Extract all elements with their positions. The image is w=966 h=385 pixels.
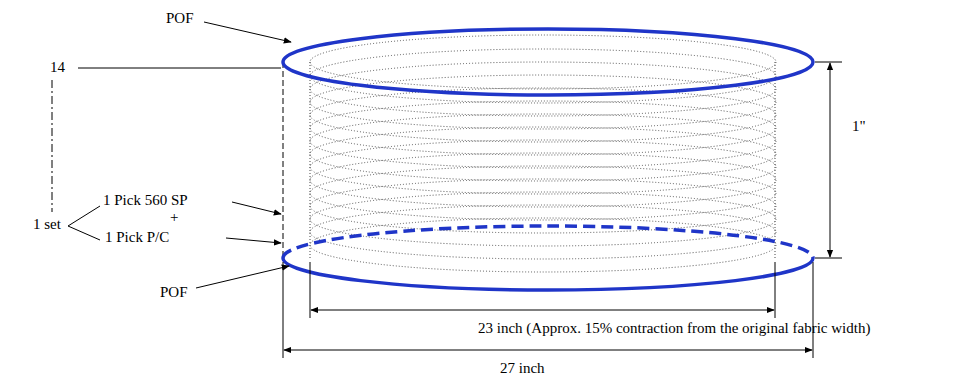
pick-line [310,192,776,246]
extension-line [815,258,842,259]
pick-line [310,127,776,181]
dimension-label: 27 inch [500,360,545,377]
dimension-line [284,350,812,351]
leader-line [226,238,281,243]
pick-line [310,35,776,89]
inner-wall [310,62,311,258]
pick-line [310,101,776,155]
dimension-line [830,63,831,257]
fabric-pick-lines [310,35,776,272]
extension-line [775,262,776,318]
dimension-line [311,310,774,311]
leader-line [78,68,281,69]
extension-line [813,262,814,358]
plus-sign: + [170,209,178,226]
pick-label: 1 Pick P/C [105,229,169,246]
pick-label: 1 Pick 560 SP [103,192,188,209]
pick-line [310,166,776,220]
outer-wall [283,62,284,258]
inner-wall [775,62,776,258]
extension-line [310,262,311,318]
extension-line [815,62,842,63]
dimension-label: 1" [852,118,866,135]
set-label: 1 set [33,216,61,233]
bottom-pof-ring-back [283,226,813,258]
top-pof-ring [283,29,813,95]
count-line [52,80,53,212]
pick-line [310,140,776,194]
pof-label: POF [166,10,194,27]
extension-line [283,262,284,358]
count-label: 14 [50,59,65,76]
bottom-pof-ring-front [283,258,813,290]
set-bracket [68,206,100,226]
leader-line [232,202,281,214]
pick-line [310,218,776,272]
pick-line [310,153,776,207]
leader-line [196,266,289,288]
pick-line [310,114,776,168]
pick-line [310,179,776,233]
dimension-label: 23 inch (Approx. 15% contraction from th… [478,320,870,337]
pick-line [310,75,776,129]
pof-label: POF [160,284,188,301]
set-bracket [68,226,100,240]
pick-line [310,205,776,259]
leader-line [204,22,291,42]
